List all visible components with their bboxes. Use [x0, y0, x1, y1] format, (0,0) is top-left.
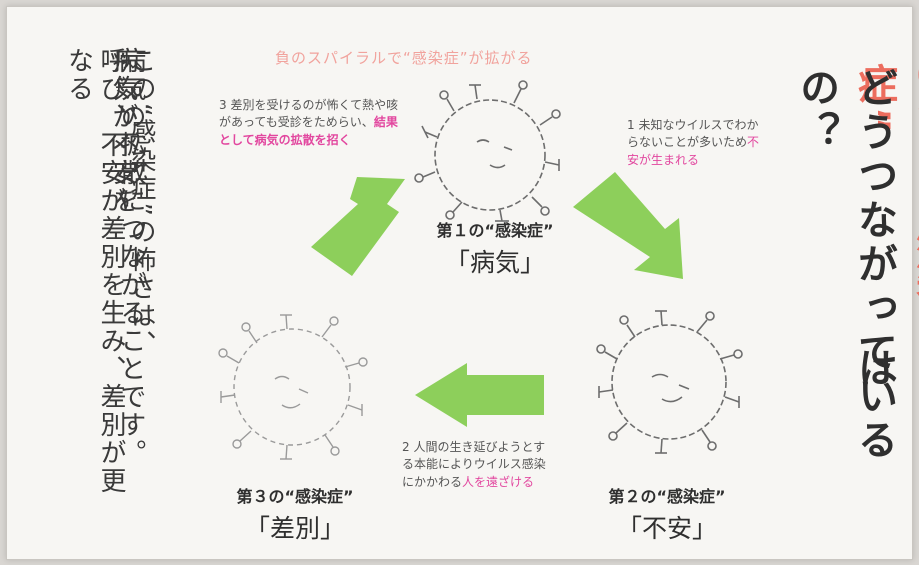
arrow-down-right — [573, 172, 683, 279]
stage-3-name: 「差別」 — [244, 514, 345, 543]
virus-1-illustration — [414, 80, 561, 222]
stage-1-label: 第１の“感染症” 「病気」 — [405, 217, 585, 279]
heading-part-question: どうつながっているの？ — [793, 67, 897, 463]
heading-part-ha: は — [851, 347, 897, 391]
stage-3-label: 第３の“感染症” 「差別」 — [205, 483, 385, 545]
stage-2-label: 第２の“感染症” 「不安」 — [577, 483, 757, 545]
stage-1-name: 「病気」 — [444, 248, 545, 277]
cycle-illustration — [218, 80, 743, 460]
diagram-subtitle: 負のスパイラルで“感染症”が拡がる — [275, 49, 533, 67]
explanation-text: 病気の拡散につながることです。 — [37, 47, 147, 517]
stage-3-title: 第３の“感染症” — [236, 487, 354, 506]
stage-2-title: 第２の“感染症” — [608, 487, 726, 506]
explanation-text-col-2: 病気が不安を — [108, 47, 138, 215]
infographic-card: 病気の拡散につながることです。 呼び、不安が差別を生み、差別が更なる 病気が不安… — [6, 6, 919, 560]
arrow-left — [415, 363, 544, 427]
virus-3-illustration — [218, 314, 368, 460]
virus-2-illustration — [596, 310, 743, 454]
explanation-text-col-1: この“感染症”の怖さは、 — [126, 47, 156, 358]
note-1: 1 未知なウイルスでわからないことが多いため不安が生まれる — [627, 118, 760, 167]
heading-part-red: 3つの“感染症” — [851, 63, 919, 301]
note-3: 3 差別を受けるのが怖くて熱や咳があっても受診をためらい、結果として病気の拡散を… — [219, 98, 399, 147]
explanation-text-col-3: 呼び、不安が差別を生み、差別が更なる — [63, 47, 127, 495]
explanation-line-4: 病気の拡散につながることです。 — [116, 47, 146, 467]
note-2: 2 人間の生き延びようとする本能によりウイルス感染にかかわる人を遠ざける — [402, 440, 546, 489]
arrow-up-right — [311, 177, 405, 276]
stage-2-name: 「不安」 — [616, 514, 717, 543]
stage-1-title: 第１の“感染症” — [436, 221, 554, 240]
